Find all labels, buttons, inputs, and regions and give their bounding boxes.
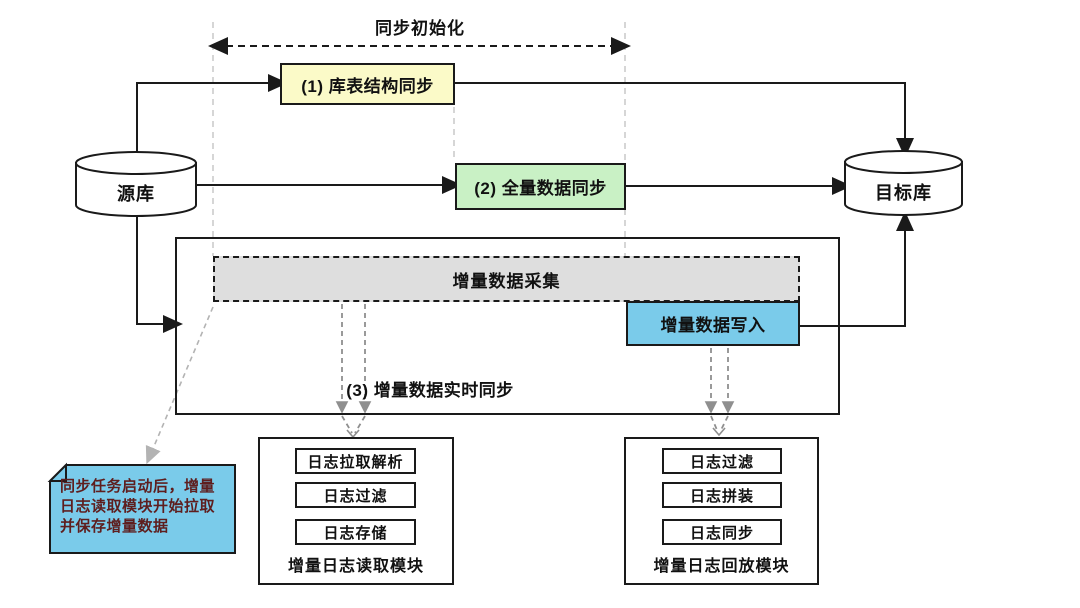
incremental-log-replay-module: 日志过滤 日志拼装 日志同步 增量日志回放模块: [624, 437, 819, 585]
step3-realtime-sync-label: (3) 增量数据实时同步: [346, 381, 514, 400]
incremental-log-reader-module: 日志拉取解析 日志过滤 日志存储 增量日志读取模块: [258, 437, 454, 585]
reader-step-filter-box: 日志过滤: [295, 482, 416, 508]
note-shape: [47, 462, 236, 554]
collect-to-note-arrow: [145, 306, 214, 465]
init-phase-label: 同步初始化: [375, 19, 465, 38]
reader-step-parse-box: 日志拉取解析: [295, 448, 416, 474]
incremental-collect-box: 增量数据采集: [213, 256, 800, 302]
write-to-replay-converge: [710, 415, 729, 431]
incremental-write-box: 增量数据写入: [626, 301, 800, 346]
reader-step-store-box: 日志存储: [295, 519, 416, 545]
replay-step-assemble-box: 日志拼装: [662, 482, 782, 508]
target-db-label: 目标库: [875, 183, 932, 203]
reader-module-label: 增量日志读取模块: [287, 558, 424, 575]
target-db-cylinder: [844, 150, 963, 216]
write-to-replay-arrow-tip: [712, 427, 726, 437]
write-to-target-connector: [800, 211, 914, 327]
replay-step-filter-box: 日志过滤: [662, 448, 782, 474]
note-text: 同步任务启动后，增量日志读取模块开始拉取并保存增量数据: [60, 478, 216, 535]
source-db-cylinder: [75, 151, 197, 217]
step1-to-target-connector: [455, 82, 914, 158]
step2-full-data-sync-box: (2) 全量数据同步: [455, 163, 626, 210]
replay-step-sync-box: 日志同步: [662, 519, 782, 545]
collect-to-reader-converge: [341, 415, 366, 434]
source-to-step1-connector: [136, 74, 288, 152]
collect-to-reader-arrow-tip: [346, 429, 360, 439]
step1-schema-sync-box: (1) 库表结构同步: [280, 63, 455, 105]
source-to-step3-connector: [136, 216, 183, 333]
replay-module-label: 增量日志回放模块: [653, 558, 790, 575]
source-db-label: 源库: [117, 184, 155, 204]
